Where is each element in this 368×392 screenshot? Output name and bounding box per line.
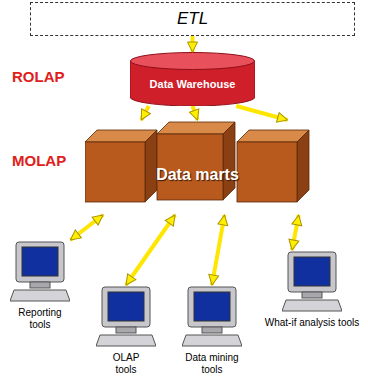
flow-arrow bbox=[193, 106, 198, 120]
computer-icon bbox=[182, 285, 242, 349]
tool-computer: Data mining tools bbox=[174, 285, 250, 376]
flow-arrow bbox=[292, 215, 299, 250]
cube bbox=[237, 130, 309, 202]
cube bbox=[85, 130, 157, 202]
computer-icon bbox=[96, 285, 156, 349]
node-title: ETL bbox=[177, 9, 208, 29]
tool-computer: Reporting tools bbox=[2, 240, 78, 331]
flow-arrow bbox=[126, 215, 175, 285]
cube bbox=[157, 122, 235, 200]
flow-arrow bbox=[236, 106, 287, 120]
node-title: Data marts bbox=[85, 166, 310, 184]
olap-type-label: MOLAP bbox=[12, 152, 66, 169]
cylinder-top bbox=[131, 53, 255, 70]
tool-computer: OLAP tools bbox=[88, 285, 164, 376]
flow-arrow bbox=[70, 215, 103, 240]
olap-type-label: ROLAP bbox=[12, 68, 65, 85]
tool-computer: What-if analysis tools bbox=[262, 250, 362, 329]
tool-label: What-if analysis tools bbox=[265, 317, 359, 329]
node-title: Data Warehouse bbox=[150, 78, 236, 90]
computer-icon bbox=[282, 250, 342, 314]
flow-arrow bbox=[191, 36, 195, 52]
flow-arrow bbox=[141, 106, 149, 120]
etl-box: ETL bbox=[30, 2, 355, 36]
tool-label: Data mining tools bbox=[182, 352, 242, 376]
warehouse-cylinder: Data Warehouse bbox=[130, 52, 255, 106]
data-mart-cubes: Data marts bbox=[85, 120, 310, 215]
flow-arrow bbox=[212, 215, 225, 285]
tool-label: Reporting tools bbox=[10, 307, 70, 331]
computer-icon bbox=[10, 240, 70, 304]
tool-label: OLAP tools bbox=[101, 352, 151, 376]
